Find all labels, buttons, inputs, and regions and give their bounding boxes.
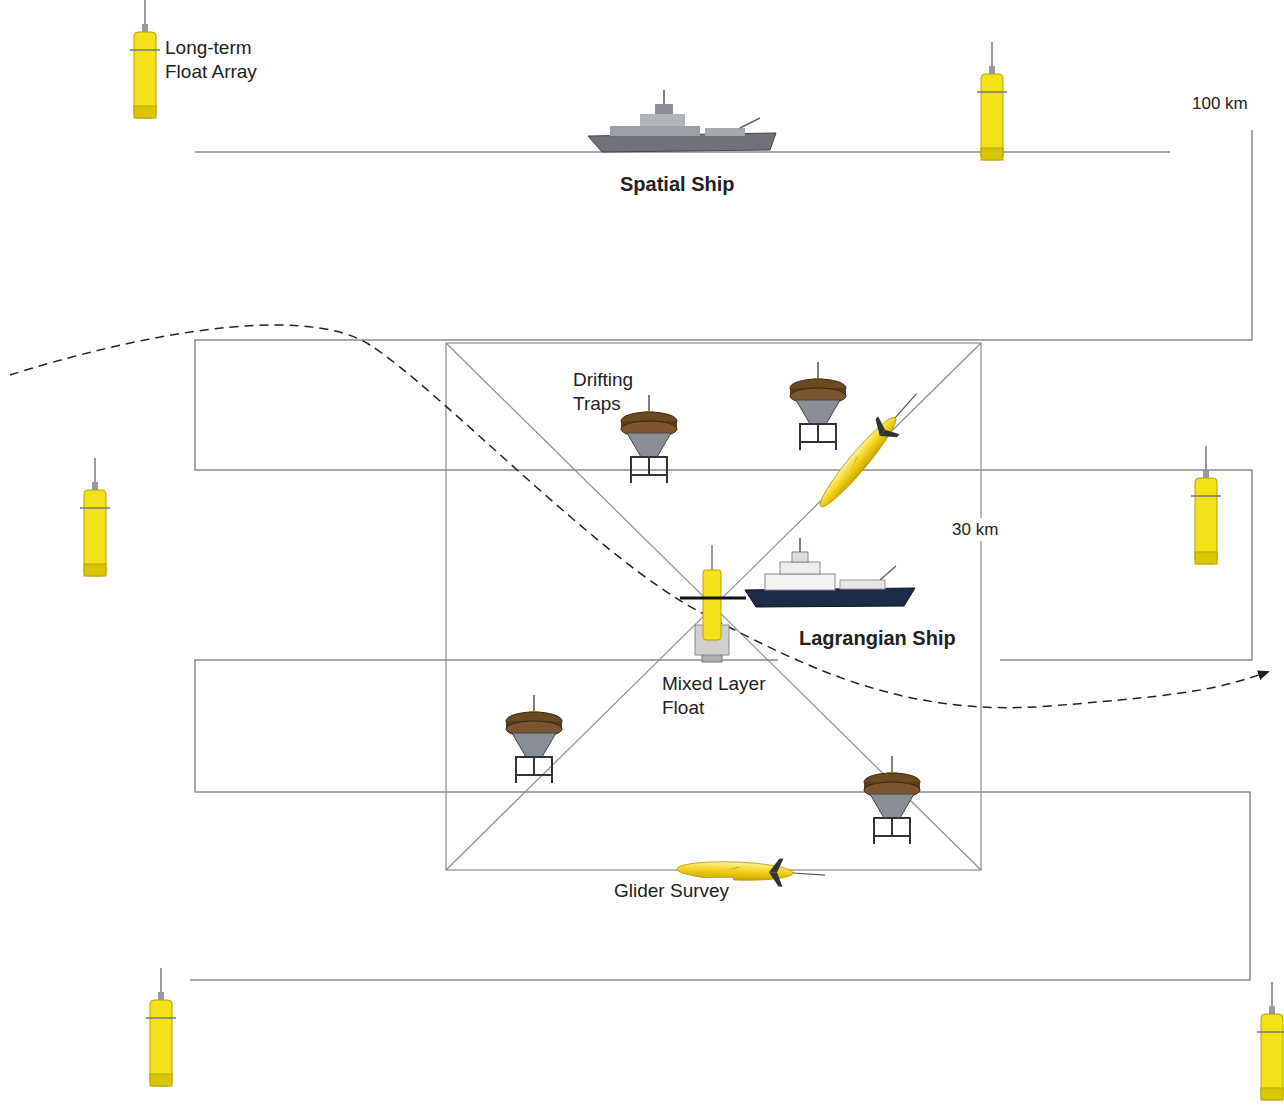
label: Long-term Float Array bbox=[165, 36, 290, 84]
label: Glider Survey bbox=[610, 878, 733, 904]
research-ship bbox=[745, 538, 915, 607]
lagrangian-square bbox=[446, 343, 981, 870]
mixed-layer-float bbox=[680, 545, 746, 662]
label: 100 km bbox=[1188, 92, 1252, 115]
label: Mixed Layer Float bbox=[662, 672, 782, 720]
spatial-track bbox=[190, 130, 1252, 980]
sediment-trap bbox=[506, 362, 920, 844]
drift-path bbox=[10, 325, 1268, 708]
label: 30 km bbox=[948, 518, 1002, 541]
label: Spatial Ship bbox=[620, 172, 734, 197]
label: Lagrangian Ship bbox=[795, 625, 960, 652]
label: Drifting Traps bbox=[573, 368, 663, 416]
research-ship bbox=[588, 90, 776, 152]
profiling-float bbox=[80, 0, 1284, 1100]
